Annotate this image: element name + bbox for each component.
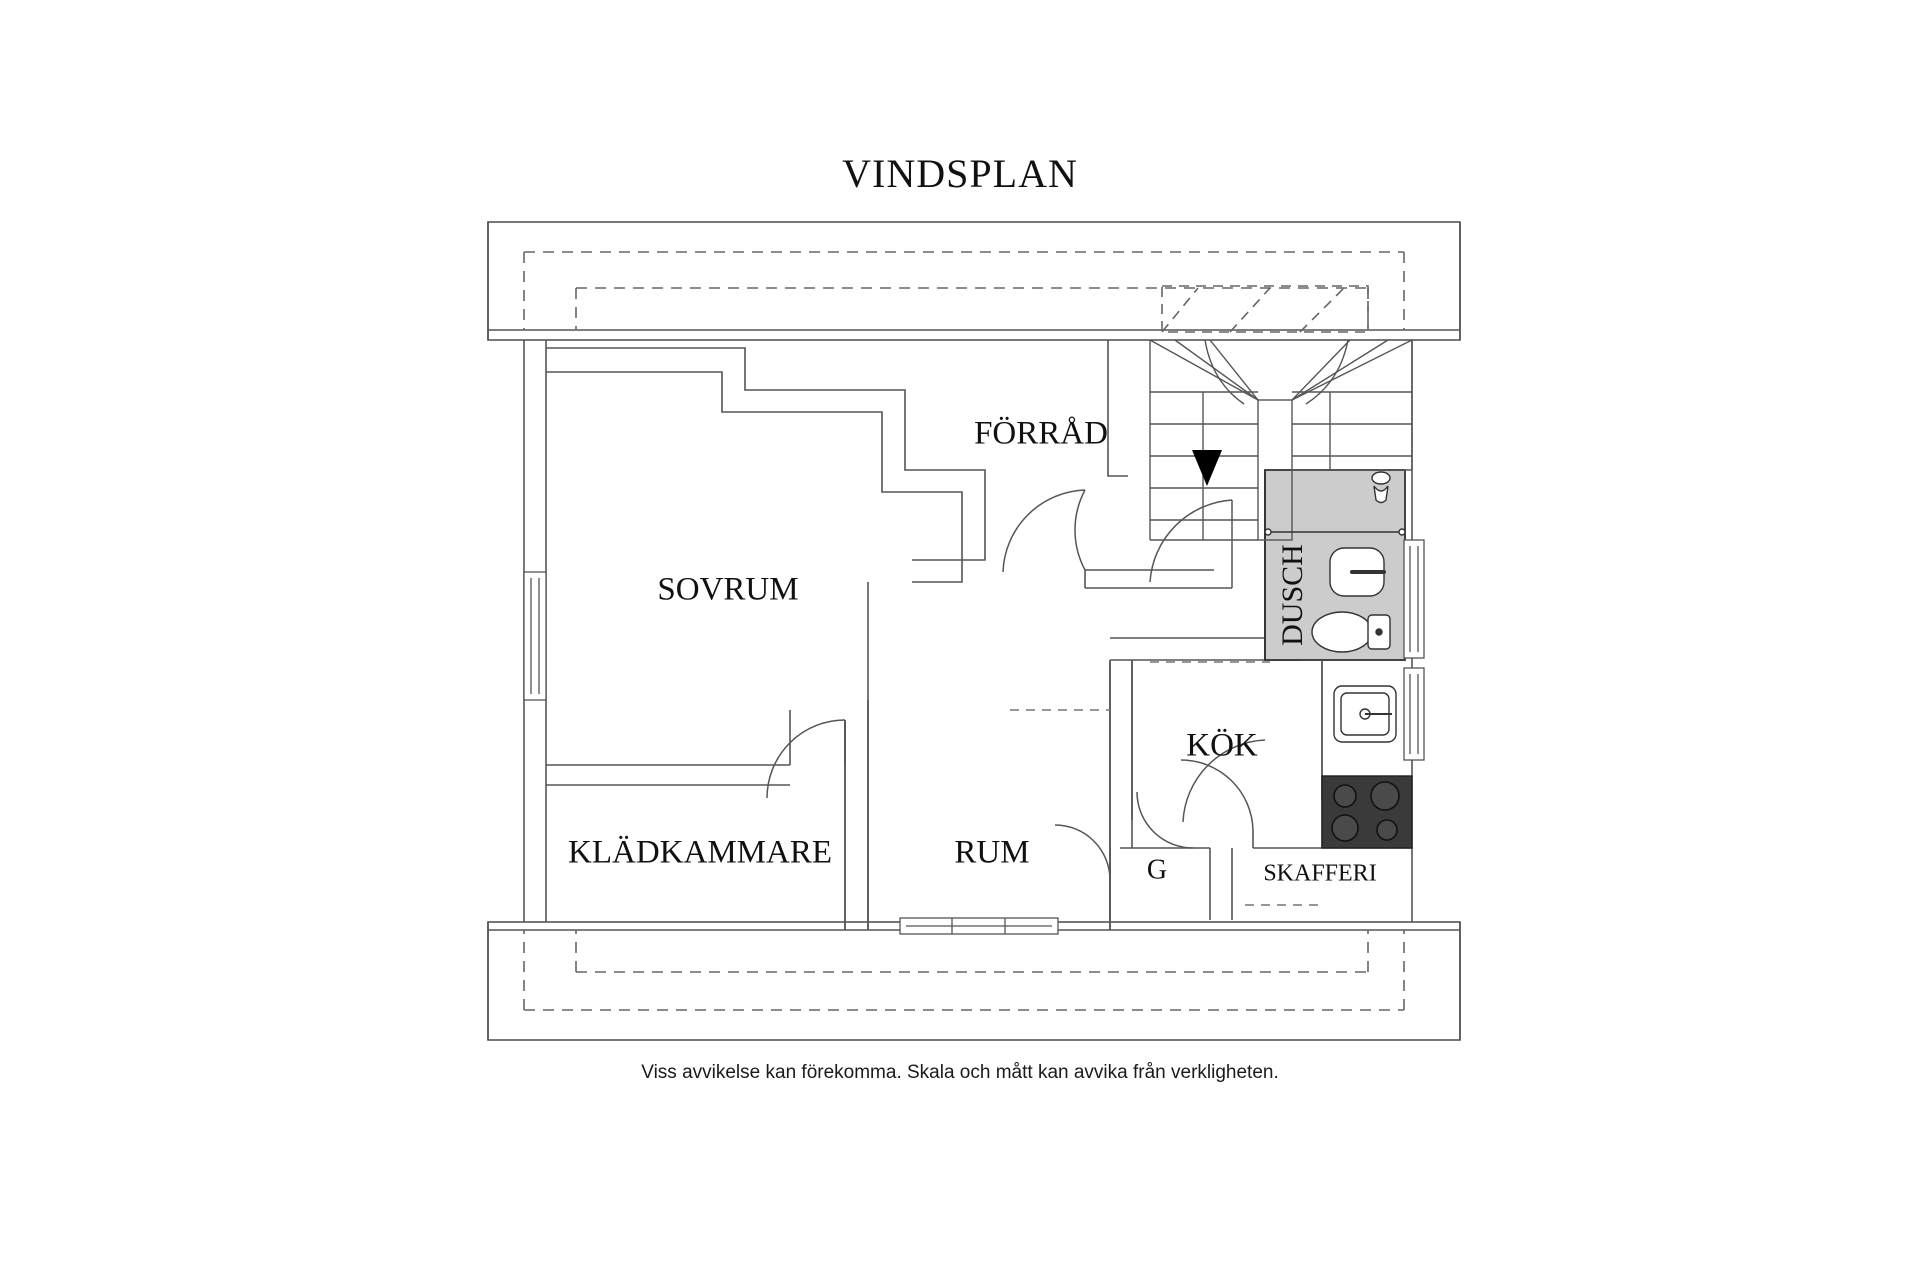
- room-label-forrad: FÖRRÅD: [974, 415, 1108, 452]
- stair-opening-dashed: [1161, 285, 1369, 333]
- window-east-upper-frame: [1403, 539, 1425, 659]
- burner-3: [1331, 814, 1359, 842]
- page-title: VINDSPLAN: [842, 151, 1078, 196]
- door-arc-g2: [1136, 791, 1194, 849]
- roof-slope-lines-bottom: [523, 930, 1405, 1011]
- room-label-sovrum: SOVRUM: [657, 572, 798, 608]
- forrad-east-wall-a: [1107, 340, 1128, 477]
- kok-fixtures: [1321, 660, 1413, 849]
- wall-step-join1: [882, 390, 905, 412]
- door-rum-hall: [1054, 824, 1111, 881]
- toilet-bowl: [1311, 611, 1373, 653]
- burner-4: [1376, 819, 1398, 841]
- door-arc-rum-hall: [1054, 824, 1111, 881]
- doors: [766, 489, 1266, 881]
- door-arc-dusch: [1149, 499, 1233, 583]
- forrad-east-wall-b: [1108, 340, 1128, 456]
- door-g: [1136, 791, 1194, 849]
- windows: [523, 539, 1425, 935]
- window-west: [523, 571, 547, 701]
- corner-basin-icon: [1371, 471, 1391, 504]
- winder-arc-left: [1204, 339, 1245, 405]
- kitchen-sink-icon: [1333, 685, 1397, 743]
- wash-basin-icon: [1329, 547, 1386, 597]
- window-west-frame: [523, 571, 547, 701]
- door-arc-sovrum3: [766, 719, 846, 799]
- room-label-dusch: DUSCH: [1276, 544, 1309, 646]
- room-labels: SOVRUM FÖRRÅD KLÄDKAMMARE RUM KÖK DUSCH …: [568, 415, 1377, 887]
- window-east-lower-frame: [1403, 667, 1425, 761]
- winder-l2: [1174, 339, 1259, 401]
- door-arc-g: [1137, 792, 1193, 848]
- disclaimer-text: Viss avvikelse kan förekomma. Skala och …: [641, 1062, 1279, 1083]
- window-south: [899, 917, 1059, 935]
- room-label-skafferi: SKAFFERI: [1263, 861, 1376, 887]
- room-label-kladkammare: KLÄDKAMMARE: [568, 835, 832, 871]
- stove-icon: [1321, 775, 1413, 849]
- winder-r2: [1291, 339, 1389, 401]
- dusch-fixtures: [1264, 471, 1406, 653]
- rail-end-left: [1264, 528, 1272, 536]
- door-arc-skafferi: [1180, 759, 1254, 831]
- toilet-icon: [1311, 611, 1391, 653]
- stair-dash-diag3: [1299, 287, 1345, 333]
- winder-l1: [1149, 339, 1259, 401]
- toilet-flush: [1375, 628, 1383, 636]
- shower-rail: [1264, 528, 1406, 536]
- staircase: [1149, 339, 1413, 541]
- winder-l3: [1209, 339, 1259, 401]
- winder-arc-right: [1305, 339, 1349, 405]
- window-east-lower: [1403, 667, 1425, 761]
- door-arc-forrad2: [1002, 489, 1086, 573]
- burner-1: [1333, 784, 1357, 808]
- corner-basin-bowl: [1371, 471, 1391, 485]
- door-skafferi: [1180, 759, 1254, 831]
- door-arc-forrad: [1074, 489, 1086, 571]
- top-wall-band: [487, 221, 1461, 341]
- stair-direction-arrow-icon: [1192, 450, 1222, 486]
- stair-dash-diag1: [1161, 287, 1199, 333]
- winder-r1: [1291, 339, 1413, 401]
- door-sovrum: [766, 719, 846, 799]
- bottom-wall-band: [487, 921, 1461, 1041]
- rail-end-right: [1398, 528, 1406, 536]
- stair-opening-rect: [1161, 285, 1369, 333]
- room-label-rum: RUM: [954, 835, 1029, 871]
- wall-outlines: [844, 660, 1320, 930]
- room-label-garderob: G: [1147, 854, 1167, 885]
- outer-walls: [487, 221, 1461, 1041]
- door-dusch: [1149, 499, 1233, 588]
- window-east-upper: [1403, 539, 1425, 659]
- winder-r3: [1291, 339, 1351, 401]
- room-label-kok: KÖK: [1186, 728, 1258, 764]
- door-forrad: [1002, 489, 1086, 573]
- sovrum-north-wall-inner: [546, 371, 963, 583]
- corner-basin-pedestal: [1373, 485, 1389, 504]
- sovrum-north-wall-outer: [546, 347, 986, 561]
- burner-2: [1370, 781, 1400, 811]
- stair-dash-diag2: [1229, 287, 1271, 333]
